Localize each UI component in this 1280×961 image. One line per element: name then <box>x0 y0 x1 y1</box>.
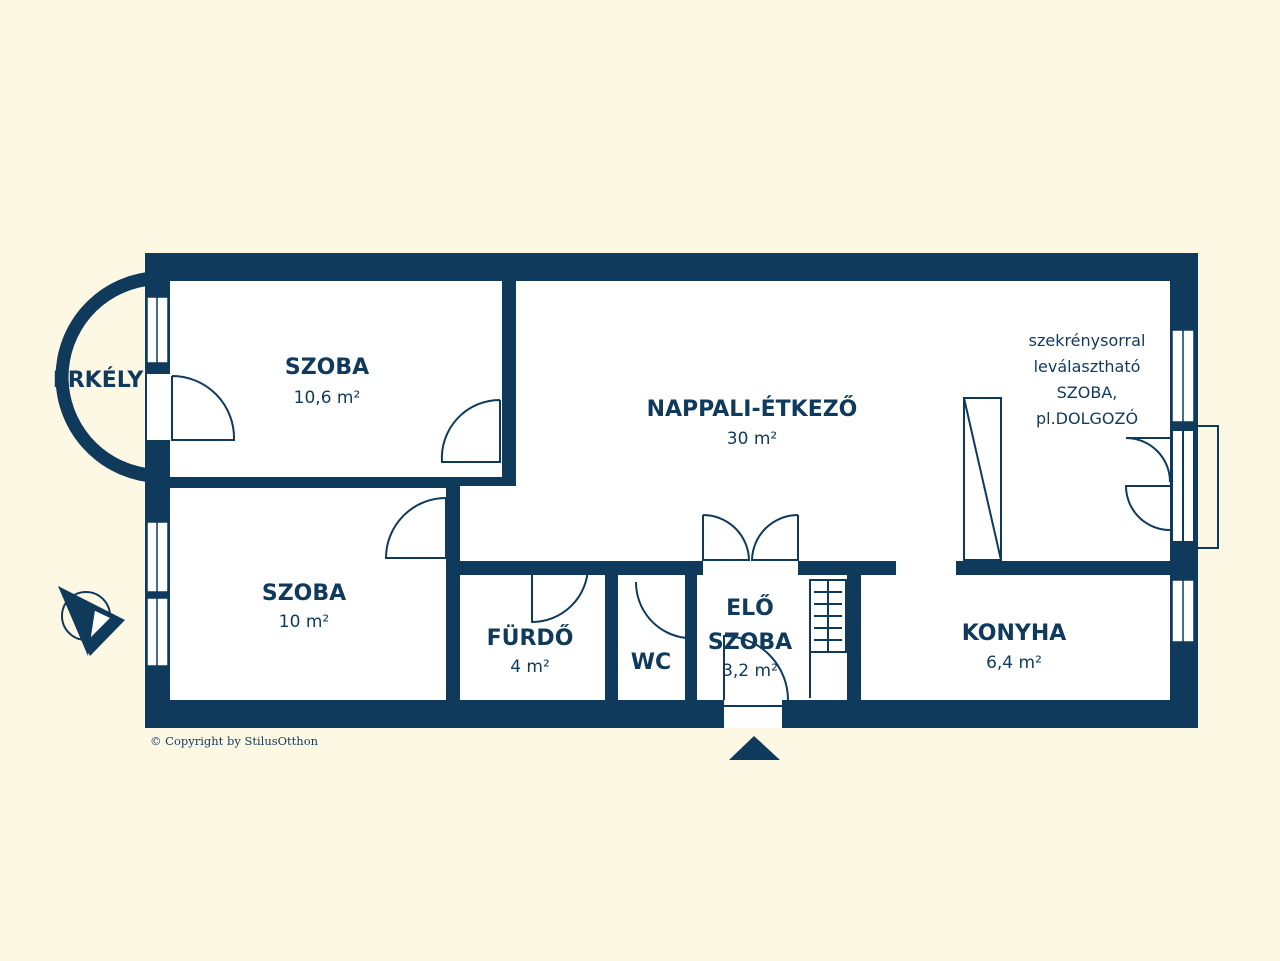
door-bedroom1 <box>440 398 501 463</box>
floor-bedroom2 <box>170 488 446 700</box>
door-opening-living-hall <box>703 560 798 576</box>
room-area-bathroom: 4 m² <box>510 657 550 677</box>
door-side-lower <box>1124 485 1171 531</box>
note-line1: szekrénysorral <box>1029 331 1146 350</box>
floor-wc <box>618 575 685 700</box>
room-name-kitchen: KONYHA <box>962 621 1067 646</box>
note-line4: pl.DOLGOZÓ <box>1036 409 1138 428</box>
door-bedroom2 <box>384 497 447 559</box>
note-line3: SZOBA, <box>1057 383 1118 402</box>
copyright: © Copyright by StilusOtthon <box>150 734 319 748</box>
window-right-top <box>1171 329 1195 423</box>
window-right-kitchen <box>1171 579 1195 643</box>
room-area-bedroom1: 10,6 m² <box>294 388 361 408</box>
door-opening-kitchen <box>896 560 956 576</box>
room-area-kitchen: 6,4 m² <box>986 653 1042 673</box>
note-line2: leválasztható <box>1034 357 1141 376</box>
room-area-bedroom2: 10 m² <box>279 612 329 632</box>
room-name-balcony: ERKÉLY <box>53 367 145 393</box>
room-name-bedroom1: SZOBA <box>285 355 369 380</box>
door-balcony <box>171 375 236 441</box>
floor-living-ext <box>460 486 520 561</box>
compass-icon <box>58 586 125 656</box>
entrance-arrow-icon <box>729 736 780 760</box>
room-area-living: 30 m² <box>727 429 777 449</box>
room-name-bathroom: FÜRDŐ <box>487 625 574 651</box>
door-living-left <box>702 514 751 561</box>
window-left-mid <box>146 521 169 593</box>
room-name-bedroom2: SZOBA <box>262 581 346 606</box>
floor-hall <box>697 575 847 700</box>
window-left-top <box>146 296 169 364</box>
door-living-right <box>750 514 799 561</box>
coat-rack <box>809 579 847 698</box>
room-name-hall-line1: ELŐ <box>726 595 774 621</box>
entrance-opening <box>724 698 782 728</box>
floor-kitchen <box>861 575 1170 700</box>
door-entrance <box>723 634 789 701</box>
wardrobe-partition <box>963 397 1002 561</box>
french-balcony-right <box>1171 425 1219 549</box>
door-wc <box>634 581 687 640</box>
door-bathroom <box>531 565 589 624</box>
window-left-low <box>146 597 169 667</box>
room-name-hall-line2: SZOBA <box>708 630 792 655</box>
floor-living <box>516 281 1170 561</box>
balcony-door-opening <box>147 374 170 440</box>
floor-bedroom1 <box>170 281 502 477</box>
room-area-hall: 3,2 m² <box>722 661 778 681</box>
door-side-upper <box>1125 437 1171 483</box>
balcony-outline <box>55 272 147 482</box>
room-name-living: NAPPALI-ÉTKEZŐ <box>647 396 858 422</box>
room-name-wc: WC <box>631 650 671 675</box>
